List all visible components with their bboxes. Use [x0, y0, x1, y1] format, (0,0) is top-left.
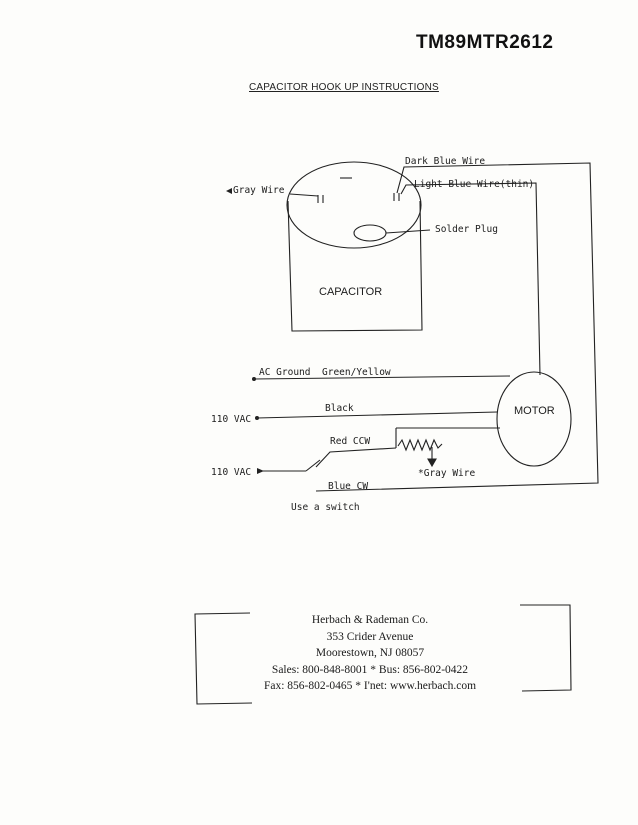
- gray-wire-left-arrow: [226, 188, 232, 194]
- vac-bottom-label: 110 VAC: [211, 467, 251, 478]
- vac-terminal-dot: [255, 416, 259, 420]
- address-bracket-right: [520, 604, 572, 692]
- capacitor-body: [287, 200, 423, 332]
- document-number: TM89MTR2612: [416, 32, 554, 53]
- company-phones: Sales: 800-848-8001 * Bus: 856-802-0422: [271, 663, 469, 676]
- ac-ground-wire: [253, 375, 511, 380]
- light-blue-wire-label: Light Blue Wire(thin): [414, 179, 534, 190]
- gray-wire-left: [289, 193, 319, 197]
- solder-plug: [353, 224, 387, 242]
- green-yellow-label: Green/Yellow: [322, 367, 391, 378]
- company-city: Moorestown, NJ 08057: [315, 647, 425, 659]
- ground-terminal-dot: [252, 377, 256, 381]
- light-blue-wire: [400, 182, 541, 376]
- dark-blue-wire-label: Dark Blue Wire: [405, 156, 485, 167]
- resistor: [397, 438, 443, 452]
- red-ccw-wire: [315, 447, 397, 468]
- address-bracket-left: [194, 612, 253, 705]
- motor-label: MOTOR: [514, 405, 555, 417]
- blue-cw-label: Blue CW: [328, 481, 368, 492]
- gray-wire-arrow: [427, 458, 437, 468]
- red-ccw-label: Red CCW: [330, 436, 370, 447]
- company-fax-web: Fax: 856-802-0465 * I'net: www.herbach.c…: [263, 680, 477, 692]
- capacitor-label: CAPACITOR: [319, 286, 382, 298]
- gray-wire-right-label: *Gray Wire: [418, 468, 475, 479]
- switch-blade: [305, 459, 321, 472]
- vac-top-label: 110 VAC: [211, 414, 251, 425]
- ac-ground-label: AC Ground: [259, 367, 310, 378]
- vac-arrow: [257, 468, 264, 474]
- company-street: 353 Crider Avenue: [326, 630, 414, 643]
- black-wire-label: Black: [325, 403, 354, 414]
- motor-body: [496, 371, 572, 467]
- page-title: CAPACITOR HOOK UP INSTRUCTIONS: [249, 82, 439, 93]
- gray-wire-label: Gray Wire: [233, 185, 285, 196]
- capacitor-top: [286, 161, 422, 249]
- dark-blue-wire: [315, 162, 599, 492]
- solder-plug-leader: [385, 229, 431, 234]
- solder-plug-label: Solder Plug: [435, 224, 498, 235]
- company-name: Herbach & Rademan Co.: [311, 614, 429, 626]
- black-wire: [256, 411, 498, 419]
- switch-note: Use a switch: [291, 502, 360, 513]
- company-address: Herbach & Rademan Co. 353 Crider Avenue …: [245, 612, 495, 695]
